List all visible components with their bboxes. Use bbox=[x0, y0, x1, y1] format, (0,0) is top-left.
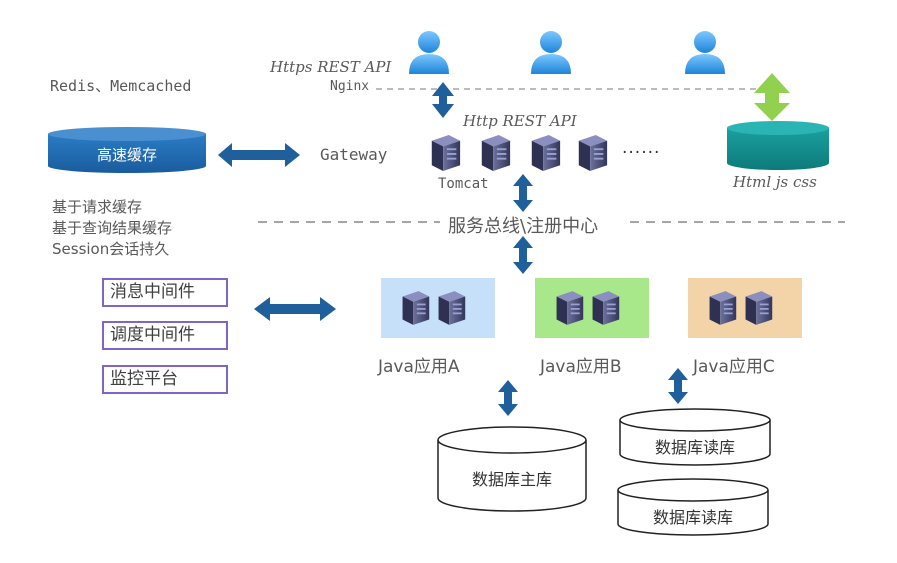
server-icon bbox=[438, 291, 466, 325]
replica-db-cylinder bbox=[619, 408, 771, 466]
java-app-a-box bbox=[381, 278, 495, 338]
cache-products-label: Redis、Memcached bbox=[50, 77, 192, 95]
master-db-cylinder bbox=[437, 426, 587, 512]
java-app-c-label: Java应用C bbox=[693, 357, 775, 377]
cache-title: 高速缓存 bbox=[96, 146, 157, 164]
cache-note: 基于请求缓存 bbox=[52, 198, 143, 216]
server-icon bbox=[709, 291, 737, 325]
server-icon bbox=[481, 135, 511, 171]
http-api-label: Http REST API bbox=[463, 112, 577, 130]
replica-db-cylinder bbox=[617, 478, 769, 536]
gateway-label: Gateway bbox=[320, 145, 388, 164]
message-middleware-box: 消息中间件 bbox=[102, 278, 228, 307]
replica-db-label: 数据库读库 bbox=[654, 438, 735, 457]
server-icon bbox=[402, 291, 430, 325]
appA-db-double-arrow bbox=[498, 380, 518, 416]
static-double-arrow bbox=[754, 73, 790, 121]
cache-cylinder bbox=[48, 127, 206, 173]
https-api-label: Https REST API bbox=[270, 58, 392, 76]
user-icon bbox=[404, 26, 454, 76]
tomcat-label: Tomcat bbox=[438, 176, 489, 192]
replica-db-label: 数据库读库 bbox=[652, 508, 733, 527]
server-icon bbox=[531, 135, 561, 171]
server-icon bbox=[592, 291, 620, 325]
user-icon bbox=[680, 26, 730, 76]
service-bus-label: 服务总线\注册中心 bbox=[448, 216, 599, 237]
nginx-label: Nginx bbox=[330, 79, 370, 94]
server-icon bbox=[556, 291, 584, 325]
nginx-double-arrow bbox=[432, 82, 454, 118]
static-resources-label: Html js css bbox=[733, 173, 817, 191]
server-icon bbox=[578, 135, 608, 171]
cache-gateway-double-arrow bbox=[218, 143, 300, 167]
user-icon bbox=[526, 26, 576, 76]
more-servers-ellipsis: ...... bbox=[622, 138, 661, 158]
middleware-double-arrow bbox=[254, 297, 336, 321]
java-app-c-box bbox=[688, 278, 802, 338]
server-icon bbox=[745, 291, 773, 325]
scheduling-middleware-box: 调度中间件 bbox=[102, 321, 228, 350]
appC-db-double-arrow bbox=[668, 368, 688, 404]
server-icon bbox=[431, 135, 461, 171]
java-app-a-label: Java应用A bbox=[378, 357, 460, 377]
bus-apps-double-arrow bbox=[513, 236, 533, 274]
java-app-b-box bbox=[535, 278, 649, 338]
cache-note: Session会话持久 bbox=[52, 240, 170, 258]
java-app-b-label: Java应用B bbox=[540, 357, 622, 377]
monitoring-platform-box: 监控平台 bbox=[102, 365, 228, 394]
static-resources-cylinder bbox=[727, 121, 829, 170]
master-db-label: 数据库主库 bbox=[471, 470, 552, 489]
tomcat-bus-double-arrow bbox=[513, 174, 533, 212]
cache-note: 基于查询结果缓存 bbox=[52, 219, 173, 237]
